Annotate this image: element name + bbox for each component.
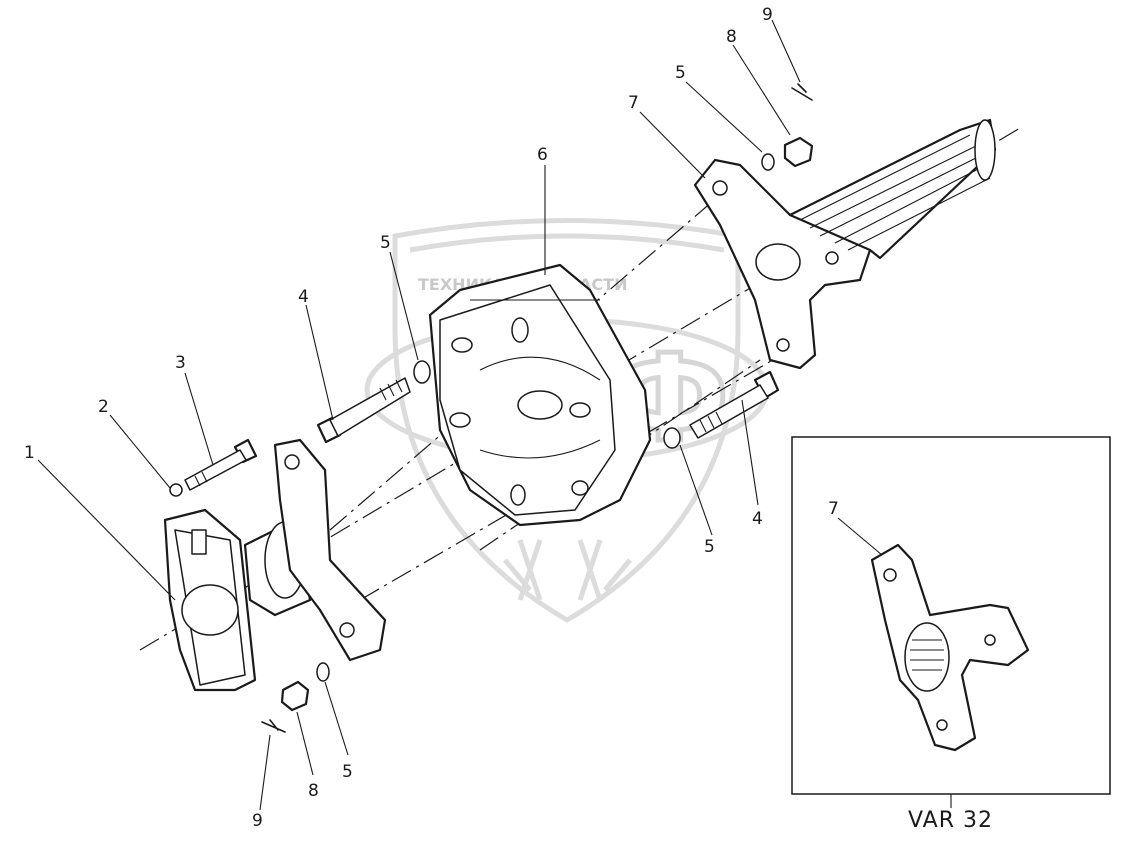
callout-7: 7	[628, 93, 639, 113]
part-7-yoke	[693, 118, 997, 370]
washer-5-right	[663, 427, 681, 449]
small-parts	[169, 83, 814, 733]
leader-lines	[37, 19, 801, 811]
bolt-4-right	[689, 370, 780, 439]
nut-8-bottom	[280, 680, 310, 712]
bolt-3	[184, 438, 258, 491]
callout-8-bottom: 8	[308, 781, 319, 801]
callout-6: 6	[537, 145, 548, 165]
part-1-flange	[163, 508, 312, 692]
part-6-coupling	[428, 263, 652, 527]
washer-2	[169, 483, 183, 497]
callout-9-bottom: 9	[252, 811, 263, 831]
bolt-4-left	[316, 377, 411, 444]
variant-inset: VAR 32 7	[791, 436, 1111, 833]
callout-4-right: 4	[752, 509, 763, 529]
washer-5-top	[761, 153, 775, 171]
callout-5-left: 5	[380, 233, 391, 253]
callout-9-top: 9	[762, 5, 773, 25]
callout-4-left: 4	[298, 287, 309, 307]
callout-5-top: 5	[675, 63, 686, 83]
inset-yoke	[870, 543, 1030, 752]
callout-1: 1	[24, 443, 35, 463]
pin-9-bottom	[261, 719, 286, 733]
variant-label: VAR 32	[908, 808, 993, 833]
callouts: 1 2 3 4 5 6 7 5 8 9 4 5 5 8 9	[24, 5, 773, 831]
callout-5-right: 5	[704, 537, 715, 557]
callout-2: 2	[98, 397, 109, 417]
callout-7-inset: 7	[828, 499, 839, 519]
part-1b-arm	[273, 438, 387, 662]
washer-5-bottom	[316, 662, 330, 682]
washer-5-left	[413, 360, 431, 384]
callout-8-top: 8	[726, 27, 737, 47]
callout-3: 3	[175, 353, 186, 373]
pin-9-top	[791, 83, 813, 101]
nut-8-top	[783, 136, 814, 168]
watermark-shield	[392, 218, 741, 623]
bolts	[184, 370, 780, 491]
callout-5-bottom: 5	[342, 762, 353, 782]
